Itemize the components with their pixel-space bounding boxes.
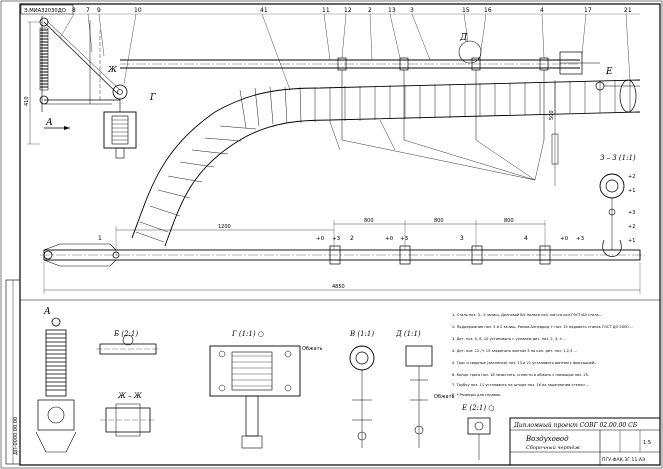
- zz-pos-p1b: +1: [628, 238, 635, 244]
- plan-pos-p0c: +0: [560, 236, 569, 242]
- beam-hangers: [337, 40, 549, 140]
- view-arrow-e: [595, 81, 640, 91]
- sheet-frame: [19, 3, 661, 466]
- detail-zhzh: [100, 403, 156, 437]
- note-1: 1. Сталь поз. 3...5 зачищ. Долговой б/с …: [452, 313, 602, 317]
- zz-pos-p2a: +2: [628, 174, 635, 180]
- title-code: ПГУ.ФАК.ЗГ.11.АЭ: [602, 457, 645, 463]
- dim-span1: 1200: [218, 224, 231, 230]
- plan-pos-1: 1: [98, 235, 102, 242]
- plan-pos-p3b: +3: [400, 236, 409, 242]
- plan-pos-p0b: +0: [385, 236, 394, 242]
- plan-pos-2: 2: [350, 235, 354, 242]
- top-left-stamp-box: [20, 4, 74, 15]
- title-scale: 1:5: [643, 440, 651, 446]
- detail-d: [405, 345, 433, 448]
- pos-4: 4: [540, 7, 544, 14]
- title-block: [509, 417, 661, 466]
- note-7: 7. Трубку поз. 11 установить на штыре по…: [452, 383, 589, 387]
- zz-pos-p2b: +2: [628, 224, 635, 230]
- detail-v-label: В (1:1): [349, 330, 374, 338]
- view-label-a: А: [45, 118, 53, 128]
- pos-17: 17: [584, 7, 592, 14]
- pos-15: 15: [462, 7, 470, 14]
- plan-pos-p3c: +3: [576, 236, 585, 242]
- note-6: 6. Конце троса поз. 18 зачистить, сплест…: [452, 373, 589, 377]
- dim-height-left: [27, 21, 40, 145]
- note-5: 5. Трос и сварные (заклепки) поз. 13 и 2…: [452, 361, 598, 365]
- zz-pos-p3: +3: [628, 210, 635, 216]
- title-name-2: Сборочный чертёж: [526, 444, 580, 451]
- view-label-e: Е: [605, 67, 613, 77]
- dim-span2: 800: [364, 218, 374, 224]
- detail-d-label: Д (1:1): [395, 330, 421, 338]
- dim-span3: 800: [434, 218, 444, 224]
- dim-overall: 4850: [332, 284, 345, 290]
- doc-code-vertical: ДП-0000.00.00: [13, 417, 19, 455]
- top-leader-lines: [59, 13, 640, 91]
- detail-zhzh-label: Ж – Ж: [117, 392, 143, 400]
- hinge-bracket: [103, 84, 137, 159]
- detail-a-spring: [35, 317, 77, 453]
- pos-41a: 41: [260, 7, 268, 14]
- plan-view: [40, 243, 645, 267]
- detail-g-label: Г (1:1) ○: [231, 330, 264, 338]
- zz-pos-p1a: +1: [628, 188, 635, 194]
- dim-span4: 800: [504, 218, 514, 224]
- detail-b-label: Б (2:1): [113, 330, 138, 338]
- view-label-g: Г: [149, 93, 157, 103]
- pos-9: 9: [97, 7, 101, 14]
- plan-pos-p3a: +3: [332, 236, 341, 242]
- detail-d-obzhat: Обжать: [434, 394, 455, 400]
- detail-g: [209, 345, 301, 449]
- pos-21: 21: [624, 7, 632, 14]
- note-2: 2. Поддержание поз. 3 и 2 зачищ. Рамка-А…: [452, 325, 633, 329]
- view-label-d: Д: [459, 33, 468, 43]
- pos-16: 16: [484, 7, 492, 14]
- detail-e-label: Е (2:1) ○: [461, 404, 494, 412]
- pos-13: 13: [388, 7, 396, 14]
- dim-height-right: [551, 80, 559, 186]
- pos-7: 7: [86, 7, 90, 14]
- pos-8: 8: [72, 7, 76, 14]
- plan-pos-3: 3: [460, 235, 464, 242]
- hanger-wires: [329, 119, 545, 181]
- note-4: 4. Дет. поз. 12 /+ 15 закрепить винтом 3…: [452, 349, 577, 353]
- top-position-labels: 8 7 9 10 11 12 2 13 3 15 16 4 17 21 41: [72, 7, 632, 14]
- plan-dimensions: [43, 220, 641, 294]
- dim-height-right-label: 500: [549, 110, 555, 120]
- detail-a-label: А: [43, 307, 51, 317]
- view-label-zz: З – З (1:1): [600, 154, 636, 162]
- note-8: 8. * Размеры для справок.: [452, 393, 502, 397]
- view-arrow-a: [44, 126, 70, 130]
- pos-11: 11: [322, 7, 330, 14]
- detail-v: [349, 345, 375, 448]
- section-zz: [599, 173, 625, 257]
- corrugated-hose: [131, 79, 641, 247]
- spring-assembly-front: [39, 16, 121, 112]
- pos-10: 10: [134, 7, 142, 14]
- plan-pos-p0a: +0: [316, 236, 325, 242]
- technical-notes: 1. Сталь поз. 3...5 зачищ. Долговой б/с …: [452, 313, 633, 397]
- pos-3: 3: [410, 7, 414, 14]
- dim-height-left-label: 410: [24, 96, 30, 106]
- title-name-1: Воздуховод: [525, 435, 569, 443]
- top-left-stamp: Э.МИАЗ2030ДО: [24, 8, 66, 14]
- detail-e: [467, 417, 491, 460]
- note-3: 3. Дет. поз. 5, 8, 10 установить с усили…: [452, 337, 566, 341]
- main-beam-front: [120, 51, 600, 75]
- pos-2: 2: [368, 7, 372, 14]
- plan-position-labels: 1 +0 +3 2 +0 +3 3 4 +0 +3: [98, 235, 585, 242]
- detail-g-obzhat: Обжать: [302, 346, 323, 352]
- title-designation: Дипломный проект СОВГ 02.00.00 СБ: [513, 422, 638, 429]
- detail-b: [96, 334, 160, 355]
- pos-12: 12: [344, 7, 352, 14]
- plan-pos-4: 4: [524, 235, 528, 242]
- view-label-zh: Ж: [107, 65, 118, 74]
